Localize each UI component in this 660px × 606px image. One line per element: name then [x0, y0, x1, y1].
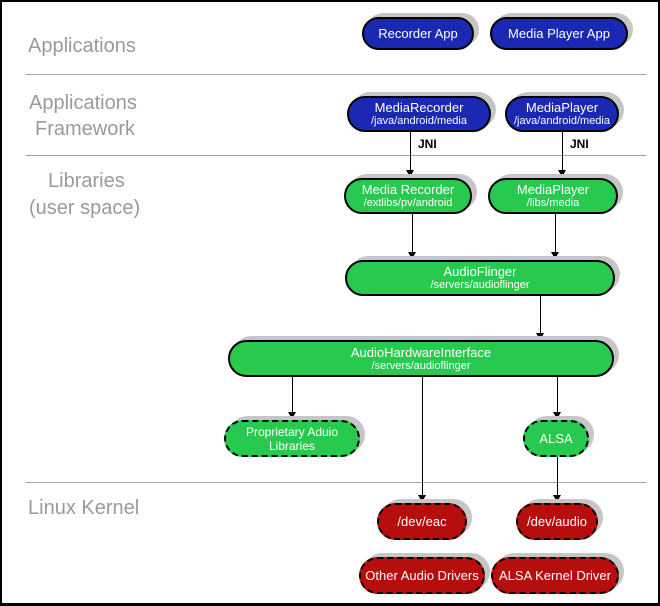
node-mediaplayer-java: MediaPlayer /java/android/media — [505, 96, 619, 132]
node-alsa-kernel-driver: ALSA Kernel Driver — [491, 557, 619, 594]
node-proprietary-audio-libraries: Proprietary Aduio Libraries — [224, 420, 360, 457]
node-mediaplayer-native: MediaPlayer /libs/media — [488, 178, 618, 214]
divider-framework — [26, 155, 646, 156]
node-alsa-label: ALSA — [539, 431, 573, 446]
node-alsa: ALSA — [523, 420, 589, 457]
node-recorder-app-label: Recorder App — [378, 26, 458, 41]
node-other-audio-drivers-label: Other Audio Drivers — [365, 568, 479, 583]
node-audio-hardware-interface: AudioHardwareInterface /servers/audiofli… — [228, 340, 614, 377]
divider-kernel — [26, 482, 646, 483]
node-audioflinger-label: AudioFlinger — [443, 264, 517, 279]
arrow-jni-left-line — [410, 132, 411, 170]
arrow-alsa-to-devaudio-head — [553, 495, 561, 502]
arrow-jni-left-head — [406, 170, 414, 177]
arrow-recorder-to-flinger-head — [408, 252, 416, 259]
arrow-jni-right-line — [562, 132, 563, 170]
node-audioflinger: AudioFlinger /servers/audioflinger — [345, 260, 615, 296]
node-media-player-app-label: Media Player App — [508, 26, 610, 41]
node-recorder-app: Recorder App — [362, 17, 474, 50]
arrow-ahi-to-proprietary-head — [288, 412, 296, 419]
node-dev-eac-label: /dev/eac — [397, 514, 447, 529]
arrow-player-to-flinger-head — [551, 252, 559, 259]
node-mediarecorder-java-label: MediaRecorder — [374, 100, 464, 115]
node-media-recorder-native: Media Recorder /extlibs/pv/android — [344, 178, 472, 214]
node-mediaplayer-java-path: /java/android/media — [513, 115, 610, 127]
node-dev-eac: /dev/eac — [377, 503, 467, 540]
node-audio-hardware-interface-path: /servers/audioflinger — [371, 359, 471, 372]
arrow-recorder-to-flinger-line — [412, 214, 413, 254]
section-label-libraries-line1: Libraries — [48, 170, 125, 192]
arrow-flinger-to-ahi-head — [536, 333, 544, 340]
arrow-alsa-to-devaudio-line — [557, 457, 558, 495]
arrow-flinger-to-ahi-line — [540, 296, 541, 333]
node-proprietary-audio-libraries-label: Proprietary Aduio Libraries — [245, 424, 339, 453]
edge-label-jni-right: JNI — [570, 137, 589, 151]
divider-applications — [26, 74, 646, 75]
node-mediaplayer-native-label: MediaPlayer — [516, 182, 590, 197]
node-mediarecorder-java-path: /java/android/media — [370, 115, 467, 127]
node-dev-audio: /dev/audio — [516, 503, 598, 540]
section-label-applications: Applications — [28, 35, 136, 57]
edge-label-jni-left: JNI — [418, 137, 437, 151]
node-media-player-app: Media Player App — [490, 17, 628, 50]
node-media-recorder-native-label: Media Recorder — [361, 182, 455, 197]
node-mediarecorder-java: MediaRecorder /java/android/media — [347, 96, 491, 132]
arrow-ahi-to-proprietary-line — [292, 377, 293, 412]
node-mediaplayer-java-label: MediaPlayer — [525, 100, 599, 115]
section-label-framework-line1: Applications — [29, 92, 137, 114]
arrow-ahi-to-deveac-head — [418, 495, 426, 502]
node-mediaplayer-native-path: /libs/media — [526, 197, 580, 209]
node-audio-hardware-interface-label: AudioHardwareInterface — [350, 344, 492, 360]
arrow-jni-right-head — [558, 170, 566, 177]
arrow-ahi-to-deveac-line — [422, 377, 423, 495]
node-other-audio-drivers: Other Audio Drivers — [359, 557, 485, 594]
arrow-player-to-flinger-line — [555, 214, 556, 254]
node-media-recorder-native-path: /extlibs/pv/android — [363, 197, 453, 209]
node-alsa-kernel-driver-label: ALSA Kernel Driver — [499, 568, 611, 583]
section-label-framework-line2: Framework — [35, 118, 136, 140]
node-dev-audio-label: /dev/audio — [527, 514, 587, 529]
section-label-libraries-line2: (user space) — [29, 197, 141, 219]
node-audioflinger-path: /servers/audioflinger — [430, 279, 530, 291]
arrow-ahi-to-alsa-head — [553, 412, 561, 419]
section-label-kernel: Linux Kernel — [28, 497, 140, 519]
arrow-ahi-to-alsa-line — [557, 377, 558, 412]
